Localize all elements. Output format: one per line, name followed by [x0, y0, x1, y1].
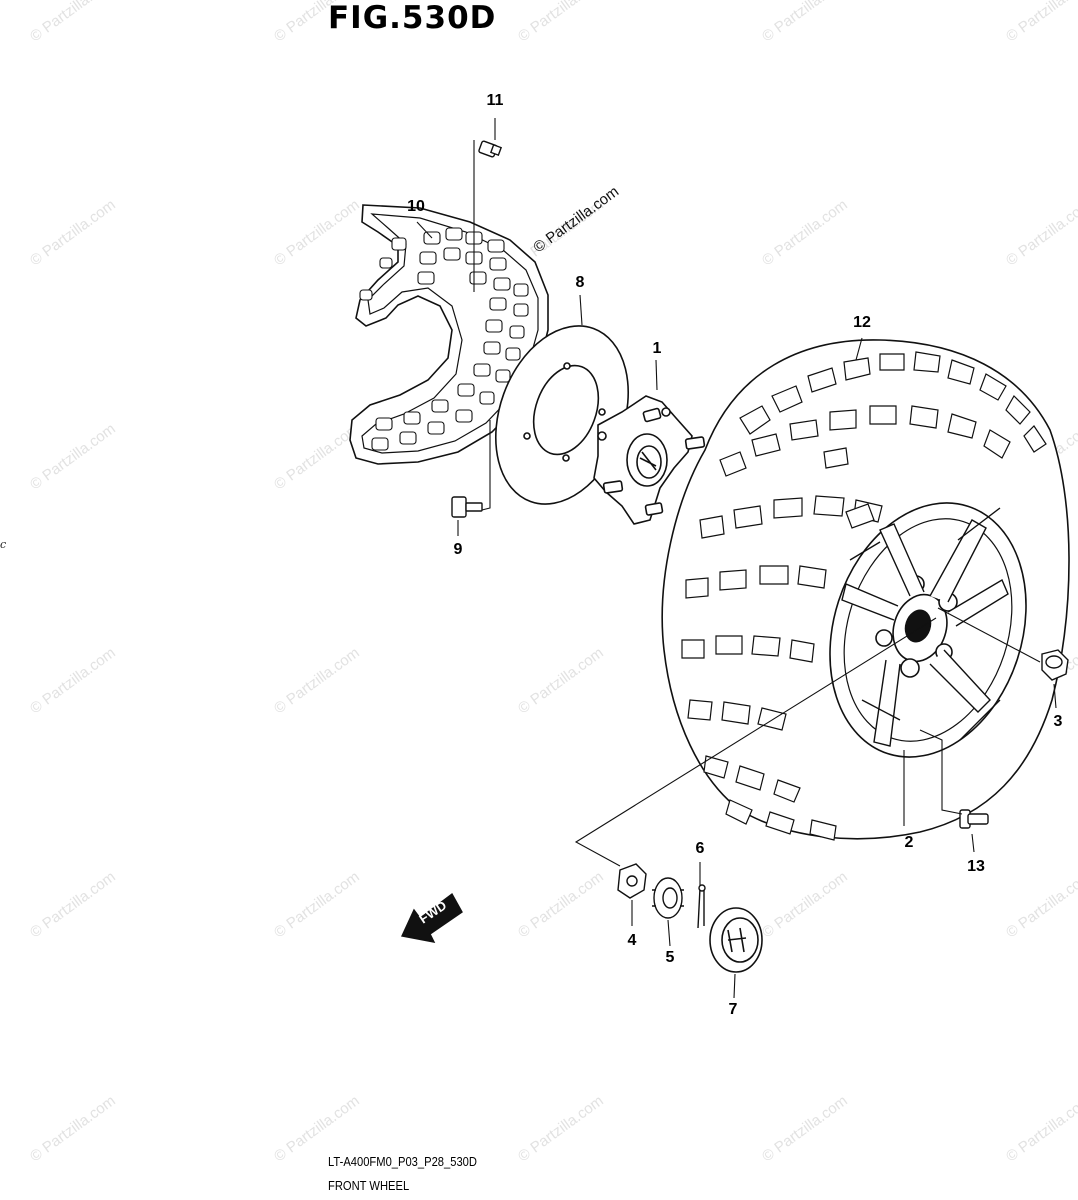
callout-2[interactable]: 2	[904, 834, 914, 851]
castle-nut-part-5[interactable]	[652, 877, 684, 919]
diagram-caption: FRONT WHEEL	[328, 1178, 410, 1193]
callout-8[interactable]: 8	[575, 274, 585, 291]
washer-part-4[interactable]	[617, 863, 647, 899]
hub-cap-part-7[interactable]	[709, 907, 763, 973]
callout-11[interactable]: 11	[486, 92, 504, 109]
callout-9[interactable]: 9	[453, 541, 463, 558]
wheel-hub-part-1[interactable]	[593, 395, 706, 525]
bolt-part-11[interactable]	[478, 140, 503, 158]
stray-mark: c	[0, 538, 7, 551]
callout-13[interactable]: 13	[967, 858, 985, 875]
figure-title: FIG.530D	[328, 0, 497, 36]
callout-3[interactable]: 3	[1053, 713, 1063, 730]
model-code: LT-A400FM0_P03_P28_530D	[328, 1154, 477, 1169]
callout-1[interactable]: 1	[652, 340, 662, 357]
fwd-arrow-icon	[400, 892, 463, 943]
callout-5[interactable]: 5	[665, 949, 675, 966]
bolt-part-9[interactable]	[451, 496, 483, 518]
valve-part-13[interactable]	[959, 809, 989, 829]
wheel-rim-part-2[interactable]	[798, 477, 1057, 782]
callout-12[interactable]: 12	[853, 314, 871, 331]
brake-disc-part-8[interactable]	[472, 307, 651, 522]
callout-10[interactable]: 10	[407, 198, 425, 215]
callout-6[interactable]: 6	[695, 840, 705, 857]
callout-4[interactable]: 4	[627, 932, 637, 949]
callout-7[interactable]: 7	[728, 1001, 738, 1018]
nut-part-3[interactable]	[1041, 649, 1069, 681]
partzilla-stamp: © Partzilla.com	[530, 183, 622, 256]
leader-lines	[416, 118, 1057, 999]
disc-guard-part-10[interactable]	[349, 204, 549, 465]
cotter-pin-part-6[interactable]	[697, 884, 706, 929]
